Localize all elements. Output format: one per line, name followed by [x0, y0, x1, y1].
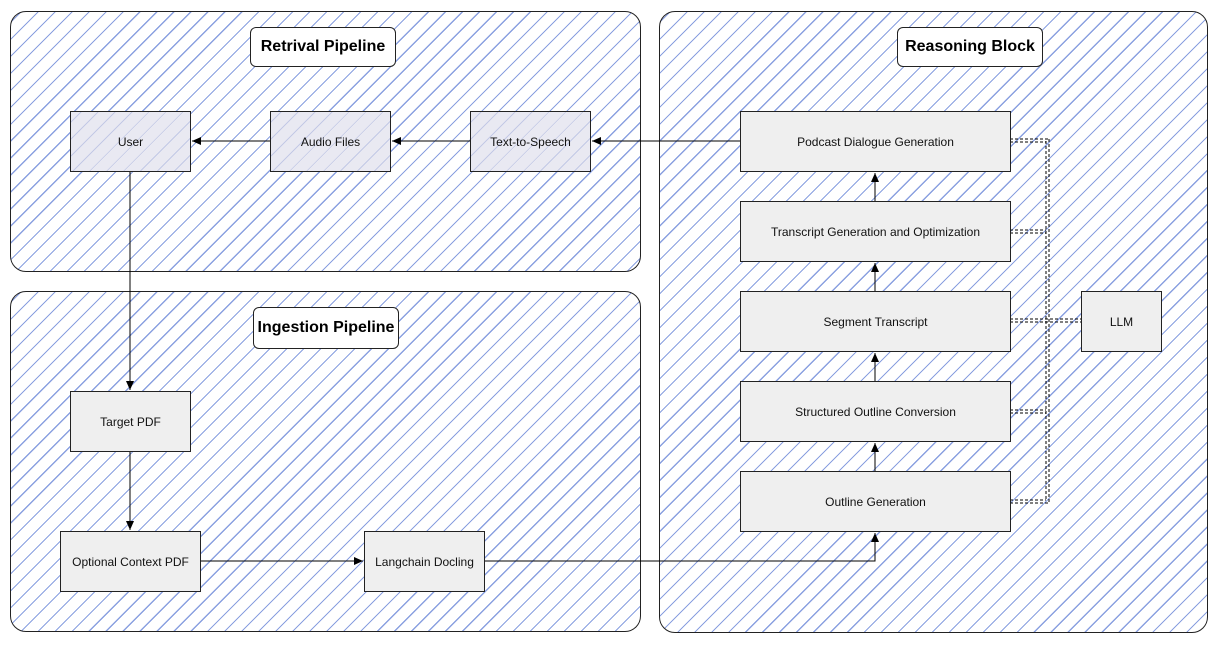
edge-docling-to-outline	[484, 533, 879, 562]
llm-node: LLM	[1081, 291, 1162, 352]
target-pdf-node: Target PDF	[70, 391, 191, 452]
optional-context-pdf-node: Optional Context PDF	[60, 531, 201, 592]
structured-outline-node: Structured Outline Conversion	[740, 381, 1011, 442]
outline-generation-node: Outline Generation	[740, 471, 1011, 532]
reasoning-block-title: Reasoning Block	[897, 27, 1043, 67]
ingestion-pipeline-title: Ingestion Pipeline	[253, 307, 399, 349]
podcast-dialogue-node: Podcast Dialogue Generation	[740, 111, 1011, 172]
audio-files-node: Audio Files	[270, 111, 391, 172]
text-to-speech-node: Text-to-Speech	[470, 111, 591, 172]
user-node: User	[70, 111, 191, 172]
segment-transcript-node: Segment Transcript	[740, 291, 1011, 352]
llm-bus	[1010, 138, 1081, 504]
retrieval-pipeline-title: Retrival Pipeline	[250, 27, 396, 67]
transcript-generation-node: Transcript Generation and Optimization	[740, 201, 1011, 262]
langchain-docling-node: Langchain Docling	[364, 531, 485, 592]
